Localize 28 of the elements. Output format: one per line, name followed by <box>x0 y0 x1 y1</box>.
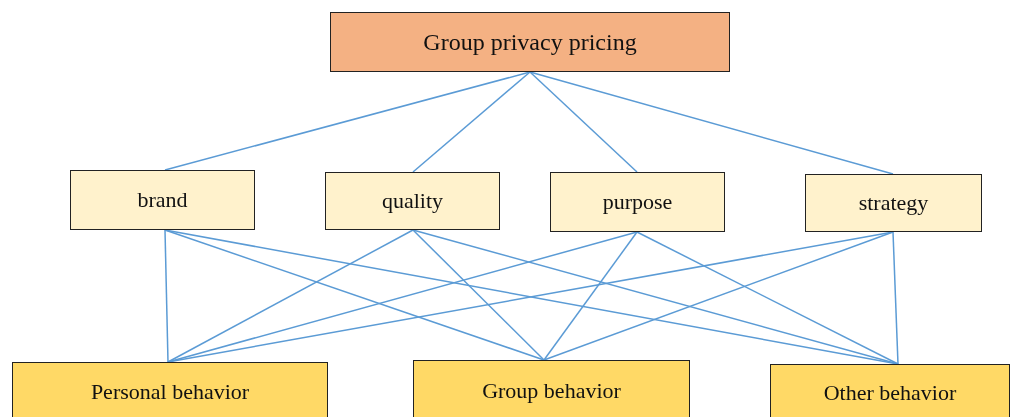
node-label: strategy <box>858 190 929 216</box>
category-box <box>325 172 500 230</box>
behavior-box <box>770 364 1010 417</box>
behavior-box <box>12 362 328 417</box>
category-box <box>550 172 725 232</box>
node-label: Group privacy pricing <box>423 28 637 56</box>
node-label: quality <box>381 188 444 214</box>
connector-line <box>412 71 531 173</box>
connector-line <box>164 229 169 363</box>
behavior-box <box>413 360 690 417</box>
connector-line <box>892 231 899 365</box>
node-label: Group behavior <box>482 378 621 404</box>
connector-line <box>412 229 545 361</box>
connector-line <box>543 231 638 361</box>
connector-line <box>529 71 894 175</box>
category-box <box>805 174 982 232</box>
category-box <box>70 170 255 230</box>
node-label: Personal behavior <box>90 379 250 405</box>
node-label: purpose <box>602 189 673 215</box>
connector-line <box>167 229 414 363</box>
connector-line <box>529 71 638 173</box>
node-label: Other behavior <box>823 380 957 406</box>
connector-line <box>543 231 894 361</box>
connector-line <box>164 71 531 171</box>
node-label: brand <box>137 187 188 213</box>
connector-line <box>636 231 899 365</box>
connector-line <box>164 229 545 361</box>
title-box <box>330 12 730 72</box>
